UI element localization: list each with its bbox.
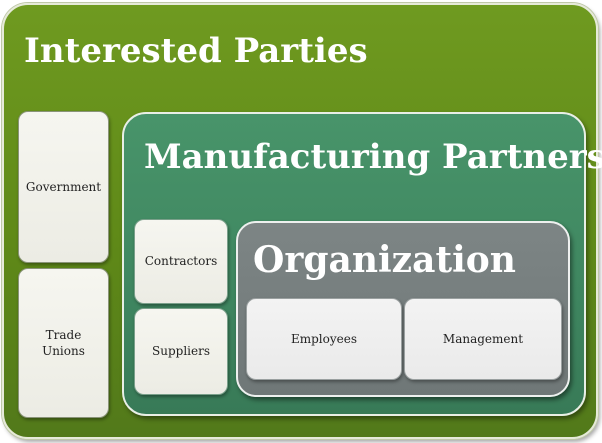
management-box: Management (404, 298, 562, 380)
government-box: Government (18, 111, 109, 263)
management-label: Management (442, 331, 524, 346)
suppliers-box: Suppliers (134, 308, 228, 395)
employees-label: Employees (290, 331, 358, 346)
suppliers-label: Suppliers (152, 344, 210, 359)
contractors-label: Contractors (144, 254, 218, 269)
trade-unions-box: Trade Unions (18, 268, 109, 418)
interested-parties-title: Interested Parties (24, 31, 368, 71)
trade-unions-label: Trade Unions (42, 327, 85, 358)
organization-title: Organization (253, 239, 516, 281)
employees-box: Employees (246, 298, 402, 380)
government-label: Government (25, 179, 102, 194)
contractors-box: Contractors (134, 219, 228, 304)
manufacturing-partners-title: Manufacturing Partners (144, 137, 602, 177)
